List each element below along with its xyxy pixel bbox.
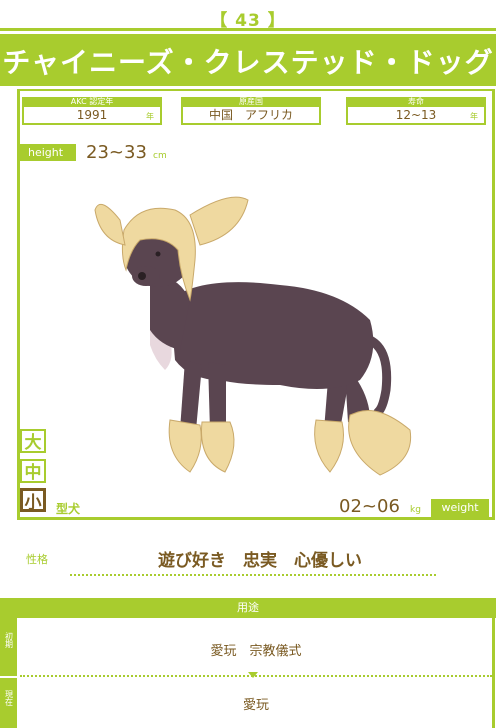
dog-front-leg-near	[208, 362, 226, 430]
origin-value: 中国 アフリカ	[208, 108, 293, 122]
usage-current-label: 現在	[0, 678, 17, 728]
dog-tail	[365, 335, 392, 417]
weight-label: weight	[431, 499, 489, 517]
usage-current-value: 愛玩	[242, 698, 269, 713]
breed-title: チャイニーズ・クレステッド・ドッグ	[2, 46, 494, 79]
dog-neck	[150, 277, 190, 350]
dog-crest-hair	[121, 207, 196, 302]
frame-top	[17, 89, 495, 91]
personality-value: 遊び好き 忠実 心優しい	[158, 551, 362, 571]
lifespan-value-box: 12~13 年	[346, 107, 486, 125]
origin-label: 原産国	[181, 97, 321, 107]
dog-front-leg-far	[180, 360, 202, 430]
size-type-suffix: 型犬	[56, 502, 81, 516]
lifespan-box: 寿命 12~13 年	[346, 97, 486, 127]
usage-header: 用途	[0, 598, 496, 618]
title-bar	[0, 34, 496, 86]
size-large: 大	[20, 429, 46, 453]
akc-year: 1991	[76, 108, 108, 122]
usage-initial-value: 愛玩 宗教儀式	[210, 644, 302, 659]
lifespan-label: 寿命	[346, 97, 486, 107]
usage-current-text: 現在	[4, 690, 14, 706]
lifespan-value: 12~13	[395, 108, 437, 122]
dog-ear-right	[189, 196, 249, 246]
frame-left	[17, 91, 20, 519]
usage-initial-text: 初期	[4, 632, 14, 648]
frame-bottom	[17, 517, 495, 520]
akc-box: AKC 認定年 1991 年	[22, 97, 162, 127]
divider	[0, 28, 496, 31]
dog-fur-back-near	[348, 410, 412, 476]
dog-eye	[155, 251, 161, 257]
usage-border-right	[492, 618, 495, 728]
dog-fur-front-far	[168, 419, 202, 473]
dog-fur-back-far	[314, 419, 344, 473]
weight-unit: kg	[410, 505, 421, 515]
size-medium: 中	[20, 459, 46, 483]
weight-value: 02~06	[339, 496, 400, 517]
origin-box: 原産国 中国 アフリカ	[181, 97, 321, 127]
akc-label: AKC 認定年	[22, 97, 162, 107]
dog-back-leg-far	[324, 380, 348, 430]
frame-right	[492, 91, 495, 519]
lifespan-unit: 年	[470, 112, 478, 121]
height-value: 23~33	[86, 142, 147, 163]
dog-ear-left	[94, 203, 126, 246]
personality-label: 性格	[26, 553, 48, 566]
akc-value-box: 1991 年	[22, 107, 162, 125]
dog-fur-front-near	[200, 421, 235, 473]
usage-initial-label: 初期	[0, 618, 17, 676]
height-unit: cm	[153, 151, 167, 161]
dog-nose	[138, 272, 146, 280]
dog-illustration	[94, 196, 412, 476]
height-label: height	[20, 144, 76, 161]
size-small-selected: 小	[20, 488, 46, 513]
down-arrow-icon	[248, 672, 258, 678]
dog-body	[170, 282, 374, 389]
dotted-divider	[70, 574, 436, 576]
card-number: 【 43 】	[210, 11, 286, 31]
origin-value-box: 中国 アフリカ	[181, 107, 321, 125]
akc-unit: 年	[146, 112, 154, 121]
